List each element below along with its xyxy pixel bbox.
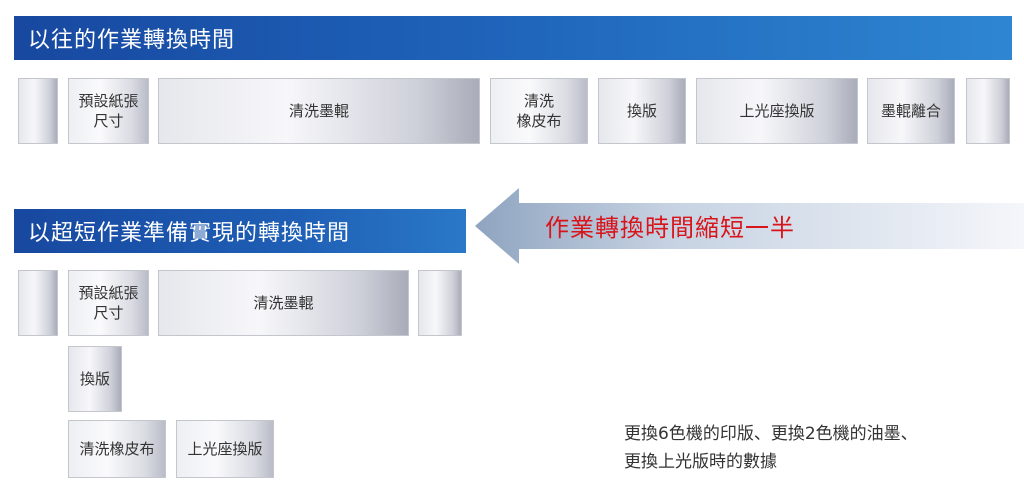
old-step-end-spacer <box>966 78 1010 144</box>
new-step-preset-paper-size-line1: 預設紙張 <box>78 284 139 302</box>
data-source-note: 更換6色機的印版、更換2色機的油墨、 更換上光版時的數據 <box>624 420 918 476</box>
new-step-roller-wash: 清洗墨輥 <box>158 270 409 336</box>
new-step-coater-plate-change-label: 上光座換版 <box>187 440 263 458</box>
data-source-note-line1: 更換6色機的印版、更換2色機的油墨、 <box>624 424 918 444</box>
new-step-start-spacer <box>18 270 58 336</box>
old-step-preset-paper-size-line1: 預設紙張 <box>78 92 139 110</box>
new-step-coater-plate-change: 上光座換版 <box>176 420 274 478</box>
new-step-preset-paper-size: 預設紙張 尺寸 <box>68 270 149 336</box>
new-step-end-spacer <box>418 270 462 336</box>
old-step-coater-plate-change: 上光座換版 <box>696 78 858 144</box>
old-step-preset-paper-size-line2: 尺寸 <box>93 112 124 130</box>
old-step-roller-clutch: 墨輥離合 <box>867 78 955 144</box>
time-halved-caption: 作業轉換時間縮短一半 <box>545 214 795 242</box>
old-step-blanket-wash-line1: 清洗 <box>523 92 554 110</box>
left-arrow-icon <box>475 188 1024 264</box>
new-changeover-title: 以超短作業準備實現的轉換時間 <box>14 209 466 253</box>
new-step-plate-change-label: 換版 <box>79 370 110 388</box>
new-changeover-title-text: 以超短作業準備實現的轉換時間 <box>28 221 351 246</box>
data-source-note-line2: 更換上光版時的數據 <box>624 452 777 472</box>
old-step-roller-wash-label: 清洗墨輥 <box>288 102 349 120</box>
old-changeover-title-text: 以往的作業轉換時間 <box>28 28 236 53</box>
new-step-roller-wash-label: 清洗墨輥 <box>253 294 314 312</box>
old-changeover-title: 以往的作業轉換時間 <box>14 16 1012 60</box>
new-step-plate-change: 換版 <box>68 346 122 412</box>
old-step-coater-plate-change-label: 上光座換版 <box>739 102 815 120</box>
new-step-preset-paper-size-line2: 尺寸 <box>93 304 124 322</box>
old-step-preset-paper-size: 預設紙張 尺寸 <box>68 78 149 144</box>
old-step-plate-change: 換版 <box>598 78 686 144</box>
old-step-plate-change-label: 換版 <box>626 102 657 120</box>
old-step-roller-wash: 清洗墨輥 <box>158 78 480 144</box>
old-step-roller-clutch-label: 墨輥離合 <box>880 102 941 120</box>
old-step-start-spacer <box>18 78 58 144</box>
new-step-blanket-wash-label: 清洗橡皮布 <box>79 440 155 458</box>
old-step-blanket-wash: 清洗 橡皮布 <box>490 78 588 144</box>
old-step-blanket-wash-line2: 橡皮布 <box>516 112 562 130</box>
new-step-blanket-wash: 清洗橡皮布 <box>68 420 166 478</box>
